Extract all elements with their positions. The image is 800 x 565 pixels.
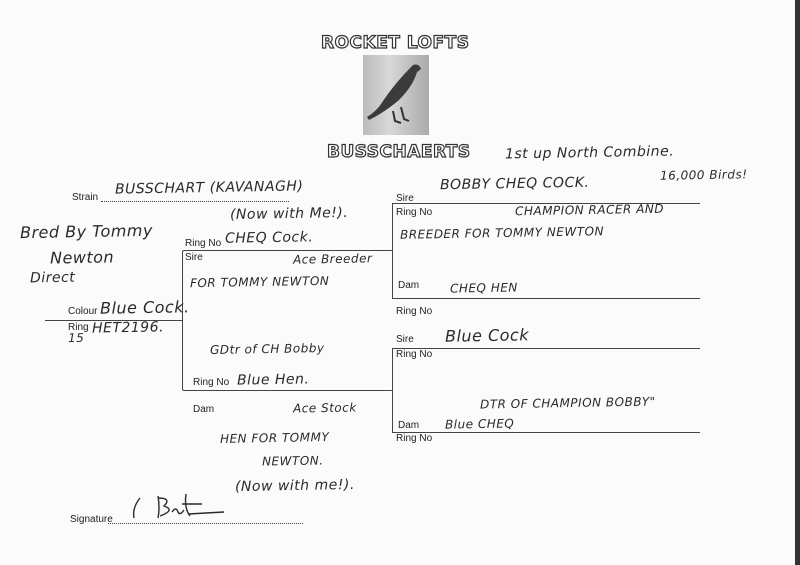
sire-dam-value: CHEQ HEN [449,280,518,296]
note-north-combine: 1st up North Combine. [504,143,675,163]
scan-edge [795,0,800,565]
signature-line [108,514,303,524]
dam-ring-label: Ring No [193,377,230,388]
sire-sire-line [392,203,700,204]
sire-dam-ring-label: Ring No [396,306,433,317]
ring-year: 15 [67,330,85,346]
sire-ring-label: Ring No [185,238,222,249]
dam-note3: NEWTON. [261,453,324,469]
dam-note4: (Now with me!). [234,476,355,496]
dam-sire-line [392,348,700,349]
bred-by-line3: Direct [29,269,76,287]
note-birds-count: 16,000 Birds! [659,167,748,183]
sire-sire-note2: BREEDER FOR TOMMY NEWTON [399,224,605,242]
sire-dam-label: Dam [398,280,420,291]
sire-sire-value: BOBBY CHEQ COCK. [439,174,590,194]
sire-note1: Ace Breeder [292,251,373,267]
dam-dam-value: Blue CHEQ [444,416,515,432]
dam-ring-value: Blue Hen. [236,371,310,389]
dam-note-top: GDtr of CH Bobby [209,341,325,357]
ring-label: Ring [68,322,89,333]
sire-label: Sire [185,252,203,263]
ring-value: HET2196. [91,319,165,337]
sire-bracket [392,203,393,298]
breed-subtitle: BUSSCHAERTS [326,141,471,162]
strain-value: BUSSCHART (KAVANAGH) [114,178,304,198]
signature-label: Signature [70,514,113,525]
dam-dam-line [392,432,700,433]
sire-dam-line [392,298,700,299]
pigeon-icon [367,64,421,124]
pigeon-photo [363,55,429,135]
bred-by-line2: Newton [49,247,115,268]
strain-line [101,192,289,202]
dam-dam-note: DTR OF CHAMPION BOBBY" [479,394,656,412]
bred-by-line1: Bred By Tommy [19,220,154,243]
sire-sire-note1: CHAMPION RACER AND [514,201,665,219]
strain-label: Strain [72,192,99,203]
parents-bracket [182,250,393,391]
dam-sire-label: Sire [396,334,414,345]
dam-dam-ring-label: Ring No [396,433,433,444]
dam-note2: HEN FOR TOMMY [219,430,330,446]
colour-line [45,320,182,321]
dam-bracket [392,348,393,432]
dam-sire-value: Blue Cock [444,325,530,346]
signature-scribble [132,493,225,519]
sire-sire-ring-label: Ring No [396,207,433,218]
sire-note2: FOR TOMMY NEWTON [189,273,330,291]
loft-title: ROCKET LOFTS [320,32,470,53]
dam-dam-label: Dam [398,420,420,431]
dam-note1: Ace Stock [292,400,357,416]
sire-ring-value: CHEQ Cock. [224,229,314,247]
strain-note: (Now with Me!). [229,204,349,224]
dam-label: Dam [193,404,215,415]
colour-label: Colour [68,306,98,317]
colour-value: Blue Cock. [99,297,190,318]
dam-sire-ring-label: Ring No [396,349,433,360]
sire-sire-label: Sire [396,193,414,204]
